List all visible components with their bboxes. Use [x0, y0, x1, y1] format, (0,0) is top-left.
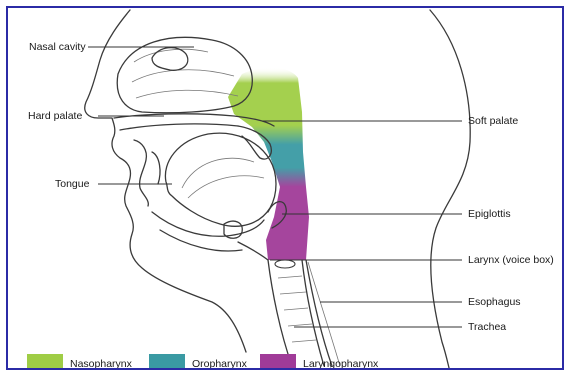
legend-label-laryngopharynx: Laryngopharynx [303, 358, 379, 370]
label-larynx: Larynx (voice box) [468, 254, 554, 266]
label-nasal-cavity: Nasal cavity [29, 41, 86, 53]
pharynx-region [228, 68, 309, 260]
legend-label-oropharynx: Oropharynx [192, 358, 248, 370]
label-tongue: Tongue [55, 178, 90, 190]
tongue-shape [165, 133, 276, 226]
neck-back [430, 10, 470, 370]
label-soft-palate: Soft palate [468, 115, 518, 127]
legend-swatch-oropharynx [149, 354, 185, 370]
label-trachea: Trachea [468, 321, 506, 333]
legend-label-nasopharynx: Nasopharynx [70, 358, 133, 370]
label-esophagus: Esophagus [468, 296, 521, 308]
legend-swatch-nasopharynx [27, 354, 63, 370]
trachea-tube [268, 260, 292, 366]
diagram-frame: Nasal cavity Hard palate Tongue Soft pal… [6, 6, 564, 370]
legend: Nasopharynx Oropharynx Laryngopharynx [27, 354, 379, 370]
legend-swatch-laryngopharynx [260, 354, 296, 370]
pharynx-diagram: Nasal cavity Hard palate Tongue Soft pal… [8, 8, 564, 370]
label-epiglottis: Epiglottis [468, 208, 511, 220]
label-hard-palate: Hard palate [28, 110, 82, 122]
